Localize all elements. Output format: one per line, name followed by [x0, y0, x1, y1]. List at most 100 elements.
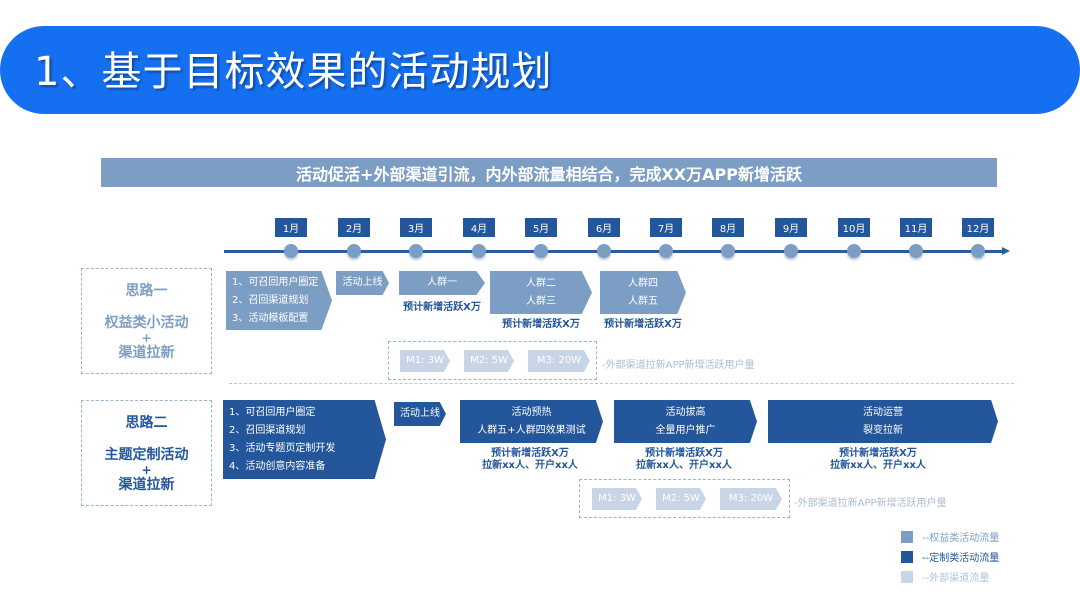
external-step-label: M3: 20W — [536, 355, 582, 366]
idea2-prep-step: 1、可召回用户圈定 2、召回渠道规划 3、活动专题页定制开发 4、活动创意内容准… — [223, 400, 386, 479]
legend-swatch — [901, 530, 913, 543]
idea1-name-line1: 权益类小活动 — [104, 315, 189, 331]
timeline-dot — [347, 244, 361, 258]
month-label: 11月 — [900, 218, 932, 237]
timeline-dot — [534, 244, 548, 258]
prep-item: 2、召回渠道规划 — [232, 294, 309, 306]
timeline-axis — [224, 250, 1004, 253]
month-label: 2月 — [338, 218, 370, 237]
phase-line: 人群一 — [427, 277, 457, 288]
phase-line: 人群二 — [526, 277, 556, 289]
phase-line: 人群五+人群四效果测试 — [477, 424, 586, 436]
legend-item-dark: --定制类活动流量 — [901, 549, 999, 564]
legend-item-light: --权益类活动流量 — [901, 529, 999, 544]
month-label: 7月 — [650, 218, 682, 237]
month-label: 3月 — [400, 218, 432, 237]
page-title: 1、基于目标效果的活动规划 — [34, 49, 553, 95]
timeline-dot — [597, 244, 611, 258]
phase-line: 活动预热 — [511, 406, 552, 418]
idea2-phase-1: 活动预热 人群五+人群四效果测试 — [460, 400, 603, 443]
phase-line: 人群三 — [526, 295, 556, 307]
idea2-phase-2-note1: 预计新增活跃X万 — [645, 448, 723, 459]
idea1-external-label: -外部渠道拉新APP新增活跃用户量 — [602, 360, 755, 371]
idea1-prep-step: 1、可召回用户圈定 2、召回渠道规划 3、活动模板配置 — [226, 271, 332, 330]
month-label: 10月 — [838, 218, 870, 237]
idea1-external-m2: M2: 5W — [464, 350, 514, 372]
idea1-box: 思路一 权益类小活动 + 渠道拉新 — [81, 268, 212, 374]
legend-label: --定制类活动流量 — [922, 553, 1000, 564]
prep-item: 2、召回渠道规划 — [229, 424, 306, 436]
idea2-phase-1-note1: 预计新增活跃X万 — [491, 448, 569, 459]
phase-line: 人群四 — [628, 277, 658, 289]
title-bar — [0, 26, 1080, 114]
legend-label: --权益类活动流量 — [922, 533, 1000, 544]
idea1-plus: + — [141, 331, 152, 345]
legend-label: --外部渠道流量 — [922, 573, 990, 584]
timeline-dot — [971, 244, 985, 258]
idea2-phase-3-note1: 预计新增活跃X万 — [839, 448, 917, 459]
timeline-arrow-icon — [1002, 247, 1010, 255]
external-step-label: M1: 3W — [598, 493, 636, 504]
timeline-dot — [659, 244, 673, 258]
idea1-external-m1: M1: 3W — [400, 350, 450, 372]
month-label: 6月 — [588, 218, 620, 237]
idea2-phase-3: 活动运营 裂变拉新 — [768, 400, 998, 443]
phase-line: 裂变拉新 — [863, 424, 903, 436]
legend-swatch — [901, 570, 913, 583]
idea2-name-line1: 主题定制活动 — [104, 447, 189, 463]
phase-line: 活动拔高 — [665, 406, 706, 418]
idea1-phase-3: 人群四 人群五 — [600, 271, 686, 314]
idea2-external-m1: M1: 3W — [592, 488, 642, 510]
month-label: 9月 — [775, 218, 807, 237]
goal-banner: 活动促活+外部渠道引流，内外部流量相结合，完成XX万APP新增活跃 — [101, 158, 997, 187]
idea1-phase-2-note: 预计新增活跃X万 — [502, 319, 580, 330]
idea1-phase-1: 人群一 — [399, 271, 485, 295]
prep-item: 3、活动专题页定制开发 — [229, 442, 336, 454]
external-step-label: M1: 3W — [406, 355, 444, 366]
idea2-name-line2: 渠道拉新 — [118, 477, 175, 493]
idea1-launch-step: 活动上线 — [336, 271, 389, 295]
prep-item: 3、活动模板配置 — [232, 312, 309, 324]
timeline-dot — [721, 244, 735, 258]
phase-line: 全量用户推广 — [655, 424, 716, 436]
idea2-phase-3-note2: 拉新xx人、开户xx人 — [830, 460, 926, 471]
prep-item: 1、可召回用户圈定 — [232, 276, 319, 288]
idea1-phase-3-note: 预计新增活跃X万 — [604, 319, 682, 330]
idea2-phase-1-note2: 拉新xx人、开户xx人 — [482, 460, 578, 471]
launch-label: 活动上线 — [400, 408, 440, 419]
month-label: 5月 — [525, 218, 557, 237]
month-label: 1月 — [275, 218, 307, 237]
idea1-external-m3: M3: 20W — [528, 350, 590, 372]
idea2-external-box — [579, 479, 790, 518]
external-step-label: M2: 5W — [470, 355, 508, 366]
phase-line: 人群五 — [628, 295, 658, 307]
legend-item-external: --外部渠道流量 — [901, 569, 989, 584]
idea1-external-box — [388, 341, 597, 380]
legend-swatch — [901, 550, 913, 563]
section-divider — [229, 383, 1014, 384]
idea1-phase-2: 人群二 人群三 — [490, 271, 592, 314]
idea2-box: 思路二 主题定制活动 + 渠道拉新 — [81, 400, 212, 506]
timeline-dot — [409, 244, 423, 258]
timeline-dot — [784, 244, 798, 258]
idea2-title: 思路二 — [125, 415, 168, 431]
phase-line: 活动运营 — [863, 406, 903, 418]
prep-item: 1、可召回用户圈定 — [229, 406, 316, 418]
timeline-dot — [909, 244, 923, 258]
external-step-label: M3: 20W — [728, 493, 774, 504]
idea2-external-m3: M3: 20W — [720, 488, 782, 510]
timeline-dot — [284, 244, 298, 258]
external-step-label: M2: 5W — [662, 493, 700, 504]
idea2-external-m2: M2: 5W — [656, 488, 706, 510]
month-label: 8月 — [712, 218, 744, 237]
month-label: 12月 — [962, 218, 994, 237]
timeline-dot — [847, 244, 861, 258]
idea2-plus: + — [141, 463, 152, 477]
launch-label: 活动上线 — [342, 277, 383, 288]
idea1-title: 思路一 — [125, 283, 168, 299]
prep-item: 4、活动创意内容准备 — [229, 460, 326, 472]
timeline-dot — [472, 244, 486, 258]
idea2-phase-2-note2: 拉新xx人、开户xx人 — [636, 460, 732, 471]
idea2-launch-step: 活动上线 — [394, 402, 446, 426]
month-label: 4月 — [463, 218, 495, 237]
